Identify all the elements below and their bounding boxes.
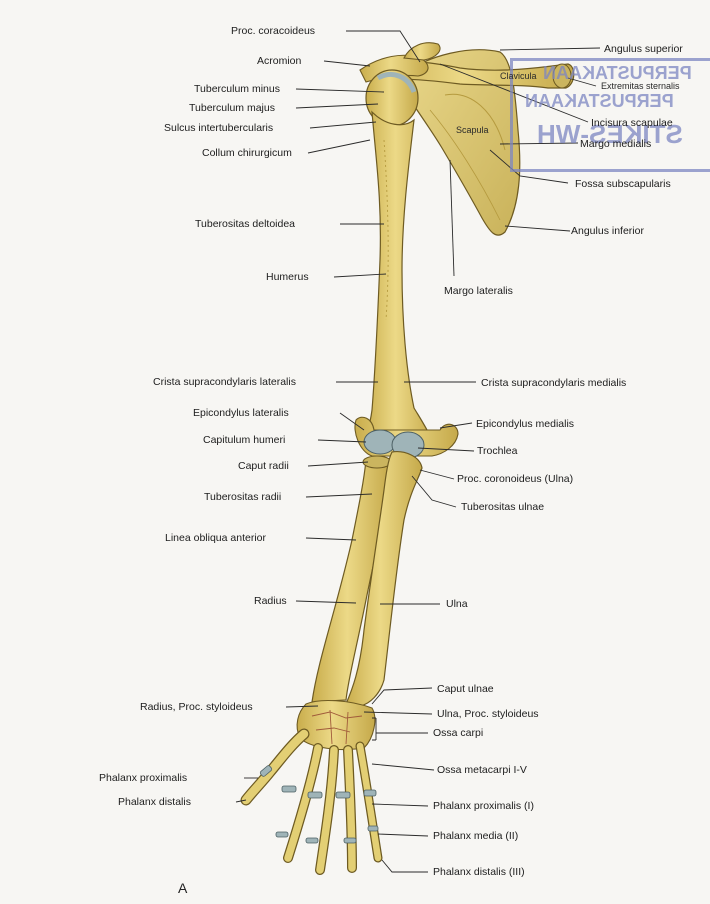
label-phalanx-distalis: Phalanx distalis (118, 796, 191, 808)
humerus-bone (364, 112, 434, 444)
label-collum-chirurgicum: Collum chirurgicum (202, 147, 292, 159)
label-tuberositas-ulnae: Tuberositas ulnae (461, 501, 544, 513)
label-ulna-proc-styloideus: Ulna, Proc. styloideus (437, 708, 539, 720)
label-phalanx-proximalis-i: Phalanx proximalis (I) (433, 800, 534, 812)
stamp-line-3: PERPUSTAKAAN (525, 91, 674, 112)
carpal-bones (297, 701, 375, 750)
label-caput-ulnae: Caput ulnae (437, 683, 494, 695)
label-radius: Radius (254, 595, 287, 607)
label-tuberositas-deltoidea: Tuberositas deltoidea (195, 218, 295, 230)
label-ossa-metacarpi: Ossa metacarpi I-V (437, 764, 527, 776)
label-fossa-subscapularis: Fossa subscapularis (575, 178, 671, 190)
label-tuberositas-radii: Tuberositas radii (204, 491, 281, 503)
label-proc-coracoideus: Proc. coracoideus (231, 25, 315, 37)
label-scapula: Scapula (456, 124, 489, 136)
label-tuberculum-minus: Tuberculum minus (194, 83, 280, 95)
label-margo-lateralis: Margo lateralis (444, 285, 513, 297)
label-angulus-superior: Angulus superior (604, 43, 683, 55)
label-phalanx-distalis-iii: Phalanx distalis (III) (433, 866, 525, 878)
label-caput-radii: Caput radii (238, 460, 289, 472)
label-epicondylus-medialis: Epicondylus medialis (476, 418, 574, 430)
label-sulcus-intertubercularis: Sulcus intertubercularis (164, 122, 273, 134)
label-phalanx-proximalis: Phalanx proximalis (99, 772, 187, 784)
label-acromion: Acromion (257, 55, 301, 67)
label-trochlea: Trochlea (477, 445, 517, 457)
label-proc-coronoideus-ulna: Proc. coronoideus (Ulna) (457, 473, 573, 485)
label-ulna: Ulna (446, 598, 468, 610)
label-tuberculum-majus: Tuberculum majus (189, 102, 275, 114)
label-crista-supracondylaris-lateralis: Crista supracondylaris lateralis (153, 376, 296, 388)
label-epicondylus-lateralis: Epicondylus lateralis (193, 407, 289, 419)
label-capitulum-humeri: Capitulum humeri (203, 434, 285, 446)
label-linea-obliqua-anterior: Linea obliqua anterior (165, 532, 266, 544)
label-ossa-carpi: Ossa carpi (433, 727, 483, 739)
label-phalanx-media-ii: Phalanx media (II) (433, 830, 518, 842)
library-stamp: PERPUSTAKAAN STIKES-WH PERPUSTAKAAN (510, 58, 710, 172)
label-extremitas-sternalis: Extremitas sternalis (601, 80, 680, 92)
label-radius-proc-styloideus: Radius, Proc. styloideus (140, 701, 253, 713)
label-humerus: Humerus (266, 271, 309, 283)
label-angulus-inferior: Angulus inferior (571, 225, 644, 237)
label-margo-medialis: Margo medialis (580, 138, 651, 150)
label-crista-supracondylaris-medialis: Crista supracondylaris medialis (481, 377, 626, 389)
figure-label: A (178, 882, 187, 894)
label-clavicula: Clavicula (500, 70, 537, 82)
label-incisura-scapulae: Incisura scapulae (591, 117, 673, 129)
